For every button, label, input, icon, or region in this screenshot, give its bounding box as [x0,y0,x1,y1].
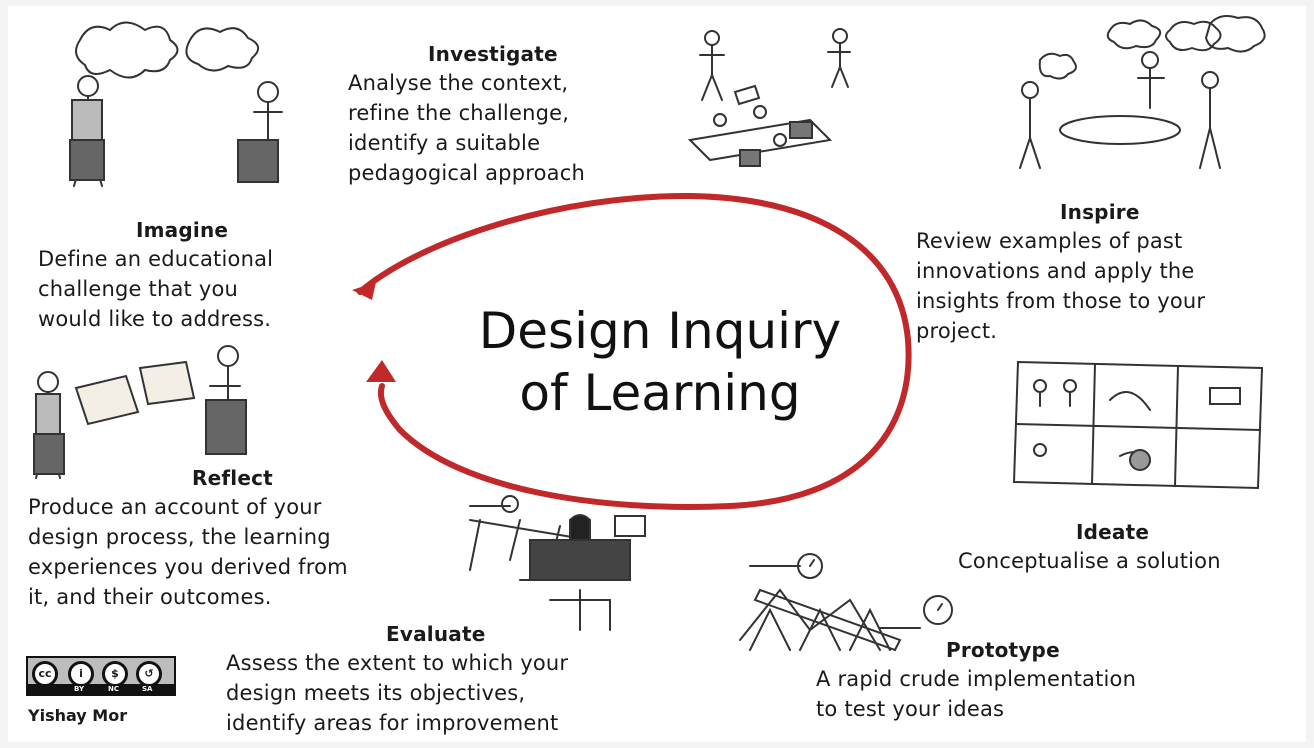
by-symbol-icon: i [68,661,94,687]
illustration-evaluate [469,495,646,631]
stage-ideate: Ideate Conceptualise a solution [958,518,1221,576]
stage-description-line: identify areas for improvement [226,711,559,735]
illustration-prototype [739,553,953,652]
illustration-inspire [1019,15,1266,169]
stage-prototype: Prototype A rapid crude implementation t… [816,636,1136,724]
title-line-1: Design Inquiry [478,302,842,360]
stage-heading: Imagine [136,218,229,242]
stage-description-line: identify a suitable [348,131,541,155]
stage-description-line: Analyse the context, [348,71,569,95]
illustration-investigate [687,28,851,167]
sa-symbol-icon: ↺ [136,661,162,687]
stage-description-line: design meets its objectives, [226,681,526,705]
title-line-2: of Learning [519,364,801,422]
stage-description-line: challenge that you [38,277,239,301]
stage-description-line: refine the challenge, [348,101,570,125]
stage-description-line: it, and their outcomes. [28,585,272,609]
stage-description-line: Conceptualise a solution [958,549,1221,573]
license-label: NC [108,685,119,693]
license-label: BY [74,685,85,693]
cc-badge-band [28,684,174,696]
stage-description-line: to test your ideas [816,697,1005,721]
license-label: SA [142,685,153,693]
stage-investigate: Investigate Analyse the context, refine … [348,40,585,188]
illustration-reflect [33,345,247,479]
stage-heading: Inspire [1060,200,1140,224]
stage-reflect: Reflect Produce an account of your desig… [28,464,348,612]
stage-inspire: Inspire Review examples of past innovati… [916,198,1205,346]
stage-description-line: Review examples of past [916,229,1183,253]
stage-heading: Prototype [946,638,1060,662]
stage-heading: Investigate [428,42,558,66]
diagram-canvas [8,6,1306,742]
cc-license-icon: cc i $ ↺ BY NC SA [26,656,176,696]
stage-description-line: Assess the extent to which your [226,651,569,675]
stage-description-line: experiences you derived from [28,555,348,579]
stage-description-line: Define an educational [38,247,274,271]
stage-heading: Evaluate [386,622,486,646]
stage-description-line: Produce an account of your [28,495,322,519]
stage-heading: Ideate [1076,520,1150,544]
stage-heading: Reflect [192,466,273,490]
stage-description-line: pedagogical approach [348,161,585,185]
illustration-imagine [69,21,283,187]
stage-imagine: Imagine Define an educational challenge … [38,216,273,334]
stage-description-line: design process, the learning [28,525,331,549]
stage-description-line: project. [916,319,998,343]
stage-description-line: would like to address. [38,307,272,331]
cc-symbol-icon: cc [32,661,58,687]
stage-evaluate: Evaluate Assess the extent to which your… [226,620,568,738]
illustration-ideate-storyboard [1012,360,1264,490]
stage-description-line: insights from those to your [916,289,1206,313]
author-credit: Yishay Mor [28,706,128,725]
nc-symbol-icon: $ [102,661,128,687]
stage-description-line: innovations and apply the [916,259,1195,283]
stage-description-line: A rapid crude implementation [816,667,1137,691]
diagram-title: Design Inquiry of Learning [420,300,900,424]
